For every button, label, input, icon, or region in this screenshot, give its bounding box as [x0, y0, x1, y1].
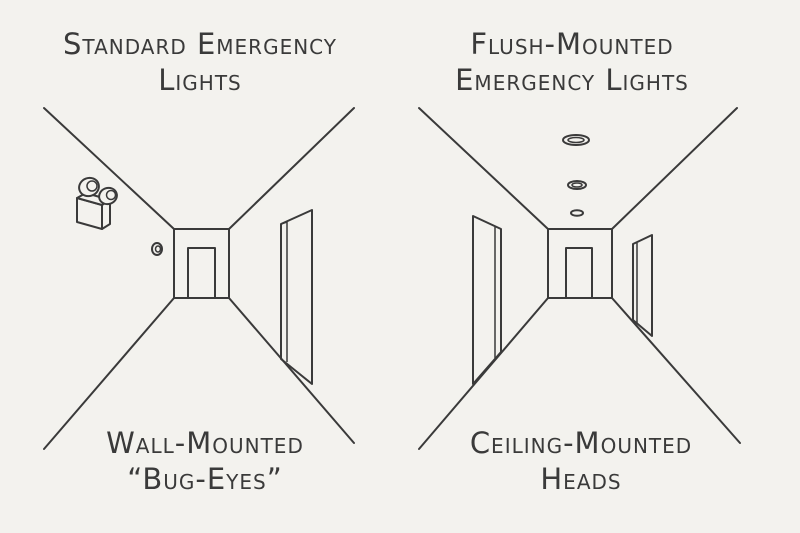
right-panel-title-line2: Emergency Lights [455, 63, 689, 97]
left-hallway-side-door [280, 209, 313, 385]
ceiling-light-icon-near [562, 134, 590, 146]
right-panel-title: Flush-Mounted Emergency Lights [392, 26, 752, 98]
left-panel-title-line1: Standard Emergency [63, 27, 337, 61]
left-hallway [43, 107, 355, 450]
left-panel-caption-line2: “Bug-Eyes” [127, 462, 283, 496]
right-hallway-left-door [472, 215, 502, 385]
left-hallway-floor-edge-right [228, 297, 355, 444]
right-hallway-end-wall [547, 228, 613, 299]
left-hallway-ceiling-edge-left [43, 107, 175, 230]
left-hallway-end-door [187, 247, 216, 299]
left-hallway-end-wall [173, 228, 230, 299]
right-panel-caption-line1: Ceiling-Mounted [469, 426, 693, 460]
left-hallway-ceiling-edge-right [228, 107, 355, 230]
bug-eye-light-icon [76, 176, 118, 230]
right-hallway-ceiling-edge-right [611, 107, 738, 230]
right-panel-caption: Ceiling-Mounted Heads [401, 425, 761, 497]
left-panel-caption: Wall-Mounted “Bug-Eyes” [25, 425, 385, 497]
right-hallway-floor-edge-right [611, 297, 741, 444]
left-hallway-floor-edge-left [43, 297, 175, 450]
left-panel-title: Standard Emergency Lights [20, 26, 380, 98]
ceiling-light-icon-mid [567, 180, 587, 190]
right-panel-caption-line2: Heads [540, 462, 622, 496]
right-panel-title-line1: Flush-Mounted [470, 27, 674, 61]
left-panel-caption-line1: Wall-Mounted [106, 426, 304, 460]
ceiling-light-icon-far [570, 209, 584, 217]
wall-fixture-icon [151, 242, 163, 256]
left-panel-title-line2: Lights [158, 63, 242, 97]
right-hallway-end-door [565, 247, 593, 299]
right-hallway-right-door [632, 234, 653, 337]
right-hallway-ceiling-edge-left [418, 107, 549, 230]
right-hallway [418, 107, 741, 450]
